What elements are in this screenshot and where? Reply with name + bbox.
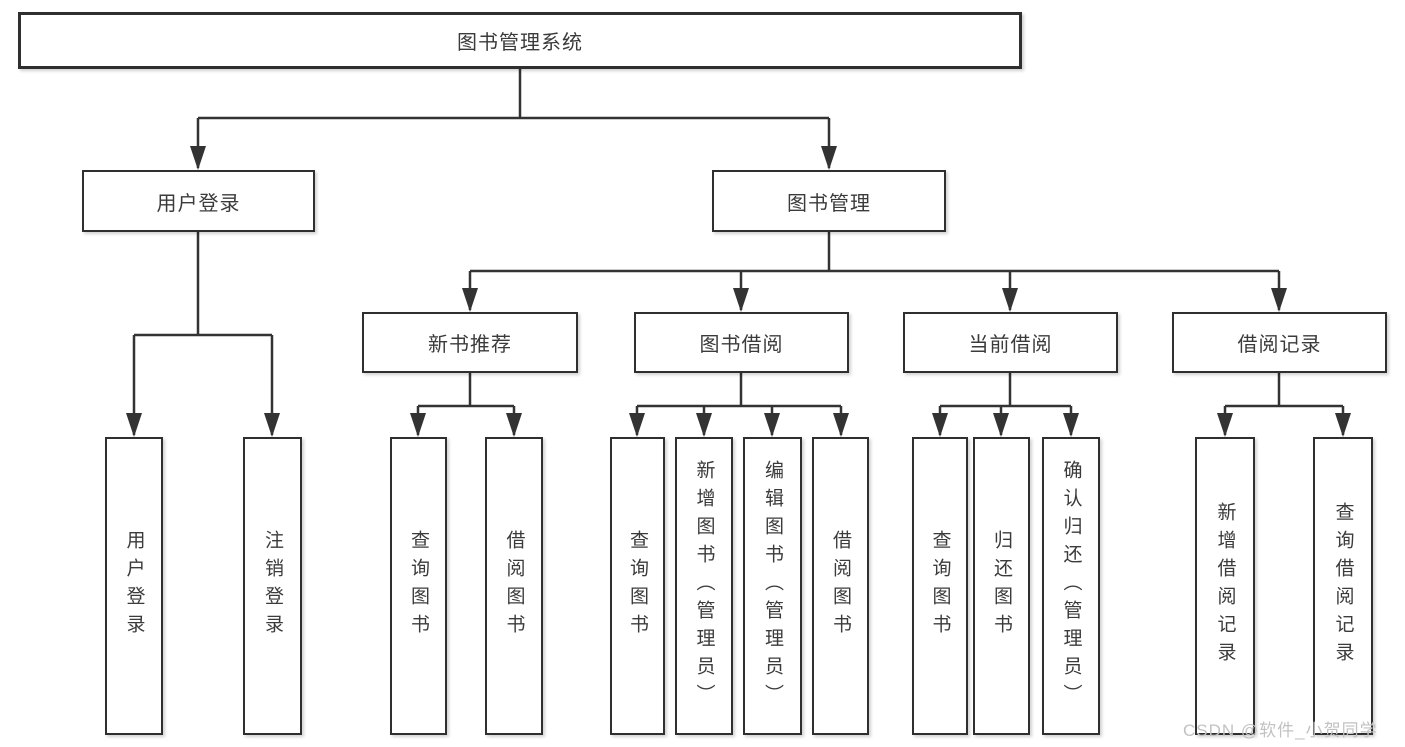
leaf-records-add-label: 新增借阅记录	[1214, 502, 1236, 670]
node-current-borrow: 当前借阅	[903, 312, 1118, 373]
node-book-mgmt-label: 图书管理	[787, 192, 871, 215]
node-book-borrow: 图书借阅	[634, 312, 849, 373]
leaf-current-return-label: 归还图书	[991, 530, 1012, 642]
connector-book-borrow-to-leaves	[629, 373, 849, 437]
node-book-mgmt: 图书管理	[712, 170, 946, 232]
leaf-borrow-edit-admin-label: 编辑图书（管理员）	[762, 460, 783, 712]
leaf-user-login: 用户登录	[105, 437, 163, 735]
leaf-logout-label: 注销登录	[262, 530, 283, 642]
connector-root-to-level2	[190, 69, 837, 170]
leaf-borrow-book: 借阅图书	[812, 437, 869, 735]
leaf-newbooks-query: 查询图书	[390, 437, 447, 735]
leaf-borrow-edit-admin: 编辑图书（管理员）	[743, 437, 802, 735]
leaf-borrow-add-admin-label: 新增图书（管理员）	[693, 460, 715, 712]
leaf-borrow-book-label: 借阅图书	[830, 530, 851, 642]
node-borrow-records-label: 借阅记录	[1237, 334, 1322, 356]
node-book-borrow-label: 图书借阅	[699, 334, 784, 356]
leaf-user-login-label: 用户登录	[123, 530, 145, 642]
connector-current-borrow-to-leaves	[932, 373, 1079, 437]
leaf-records-add: 新增借阅记录	[1195, 437, 1255, 735]
csdn-watermark: CSDN @软件_小贺同学	[1183, 721, 1378, 740]
leaf-current-confirm-admin-label: 确认归还（管理员）	[1060, 460, 1082, 712]
node-user-login-label: 用户登录	[156, 192, 241, 215]
connector-book-mgmt-to-level3	[462, 232, 1287, 312]
leaf-newbooks-borrow-label: 借阅图书	[503, 530, 525, 642]
leaf-newbooks-borrow: 借阅图书	[485, 437, 543, 735]
connector-borrow-records-to-leaves	[1217, 373, 1351, 437]
leaf-current-query-label: 查询图书	[929, 530, 951, 642]
connector-user-login-to-leaves	[126, 232, 280, 437]
leaf-borrow-add-admin: 新增图书（管理员）	[675, 437, 733, 735]
node-new-books-label: 新书推荐	[428, 334, 512, 356]
leaf-records-query-label: 查询借阅记录	[1332, 502, 1354, 670]
node-root-label: 图书管理系统	[457, 32, 583, 54]
leaf-borrow-query-label: 查询图书	[627, 530, 648, 642]
leaf-records-query: 查询借阅记录	[1313, 437, 1373, 735]
leaf-newbooks-query-label: 查询图书	[408, 530, 429, 642]
leaf-current-return: 归还图书	[973, 437, 1030, 735]
node-root: 图书管理系统	[18, 12, 1022, 69]
leaf-borrow-query: 查询图书	[610, 437, 665, 735]
node-borrow-records: 借阅记录	[1172, 312, 1387, 373]
leaf-logout: 注销登录	[243, 437, 302, 735]
connector-new-books-to-leaves	[410, 373, 522, 437]
node-user-login: 用户登录	[82, 170, 315, 232]
leaf-current-confirm-admin: 确认归还（管理员）	[1042, 437, 1100, 735]
node-new-books: 新书推荐	[362, 312, 578, 373]
leaf-current-query: 查询图书	[912, 437, 968, 735]
node-current-borrow-label: 当前借阅	[968, 334, 1053, 356]
